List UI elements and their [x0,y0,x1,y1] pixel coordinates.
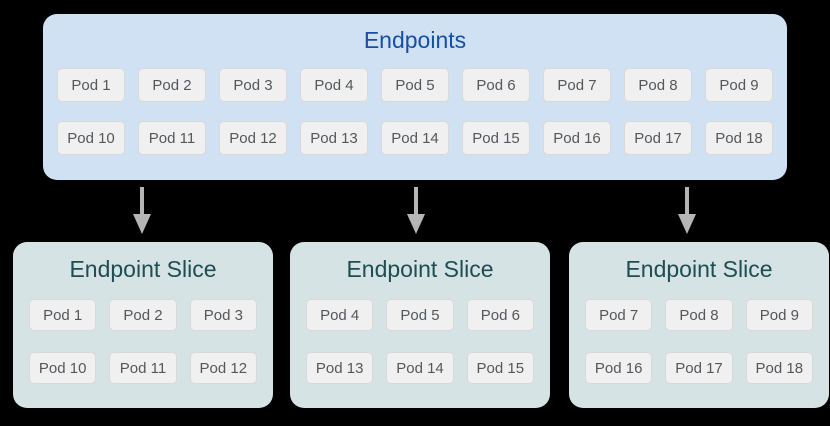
arrow-down-icon [407,187,425,234]
arrow-head [678,214,696,234]
pod-chip: Pod 4 [300,68,368,102]
pod-chip: Pod 3 [219,68,287,102]
pod-chip: Pod 10 [57,121,125,155]
pod-chip: Pod 4 [306,299,374,331]
pod-chip: Pod 3 [189,299,257,331]
arrow-down-icon [133,187,151,234]
pod-chip: Pod 16 [543,121,611,155]
pod-chip: Pod 7 [543,68,611,102]
pod-chip: Pod 8 [665,299,733,331]
pod-chip: Pod 13 [306,352,374,384]
pod-chip: Pod 6 [462,68,530,102]
pod-chip: Pod 8 [624,68,692,102]
pod-chip: Pod 13 [300,121,368,155]
pod-chip: Pod 1 [29,299,97,331]
pod-chip: Pod 18 [745,352,813,384]
pod-chip: Pod 1 [57,68,125,102]
pod-chip: Pod 5 [386,299,454,331]
endpoints-title: Endpoints [363,27,467,53]
pod-chip: Pod 10 [29,352,97,384]
slice-pod-grid: Pod 7 Pod 8 Pod 9 Pod 16 Pod 17 Pod 18 [585,299,813,384]
slice-pod-grid: Pod 4 Pod 5 Pod 6 Pod 13 Pod 14 Pod 15 [306,299,534,384]
pod-chip: Pod 7 [585,299,653,331]
endpoints-box: Endpoints Pod 1 Pod 2 Pod 3 Pod 4 Pod 5 … [43,14,787,180]
pod-chip: Pod 14 [386,352,454,384]
slice-pod-grid: Pod 1 Pod 2 Pod 3 Pod 10 Pod 11 Pod 12 [29,299,257,384]
slice-title: Endpoint Slice [346,256,494,282]
pod-chip: Pod 15 [462,121,530,155]
slice-title: Endpoint Slice [69,256,217,282]
endpoint-slice-box-2: Endpoint Slice Pod 4 Pod 5 Pod 6 Pod 13 … [290,242,550,408]
endpoint-slice-box-3: Endpoint Slice Pod 7 Pod 8 Pod 9 Pod 16 … [569,242,829,408]
arrow-head [133,214,151,234]
pod-chip: Pod 2 [138,68,206,102]
pod-chip: Pod 12 [219,121,287,155]
pod-chip: Pod 11 [138,121,206,155]
slice-title: Endpoint Slice [625,256,773,282]
pod-chip: Pod 14 [381,121,449,155]
pod-chip: Pod 9 [705,68,773,102]
pod-chip: Pod 2 [109,299,177,331]
arrow-stem [685,187,689,214]
arrow-stem [140,187,144,214]
arrow-down-icon [678,187,696,234]
pod-chip: Pod 9 [745,299,813,331]
endpoints-pod-grid: Pod 1 Pod 2 Pod 3 Pod 4 Pod 5 Pod 6 Pod … [57,68,773,155]
pod-chip: Pod 17 [624,121,692,155]
pod-chip: Pod 16 [585,352,653,384]
arrow-head [407,214,425,234]
pod-chip: Pod 6 [466,299,534,331]
pod-chip: Pod 5 [381,68,449,102]
pod-chip: Pod 12 [189,352,257,384]
pod-chip: Pod 17 [665,352,733,384]
pod-chip: Pod 11 [109,352,177,384]
pod-chip: Pod 15 [466,352,534,384]
pod-chip: Pod 18 [705,121,773,155]
arrow-stem [414,187,418,214]
endpoint-slice-box-1: Endpoint Slice Pod 1 Pod 2 Pod 3 Pod 10 … [13,242,273,408]
